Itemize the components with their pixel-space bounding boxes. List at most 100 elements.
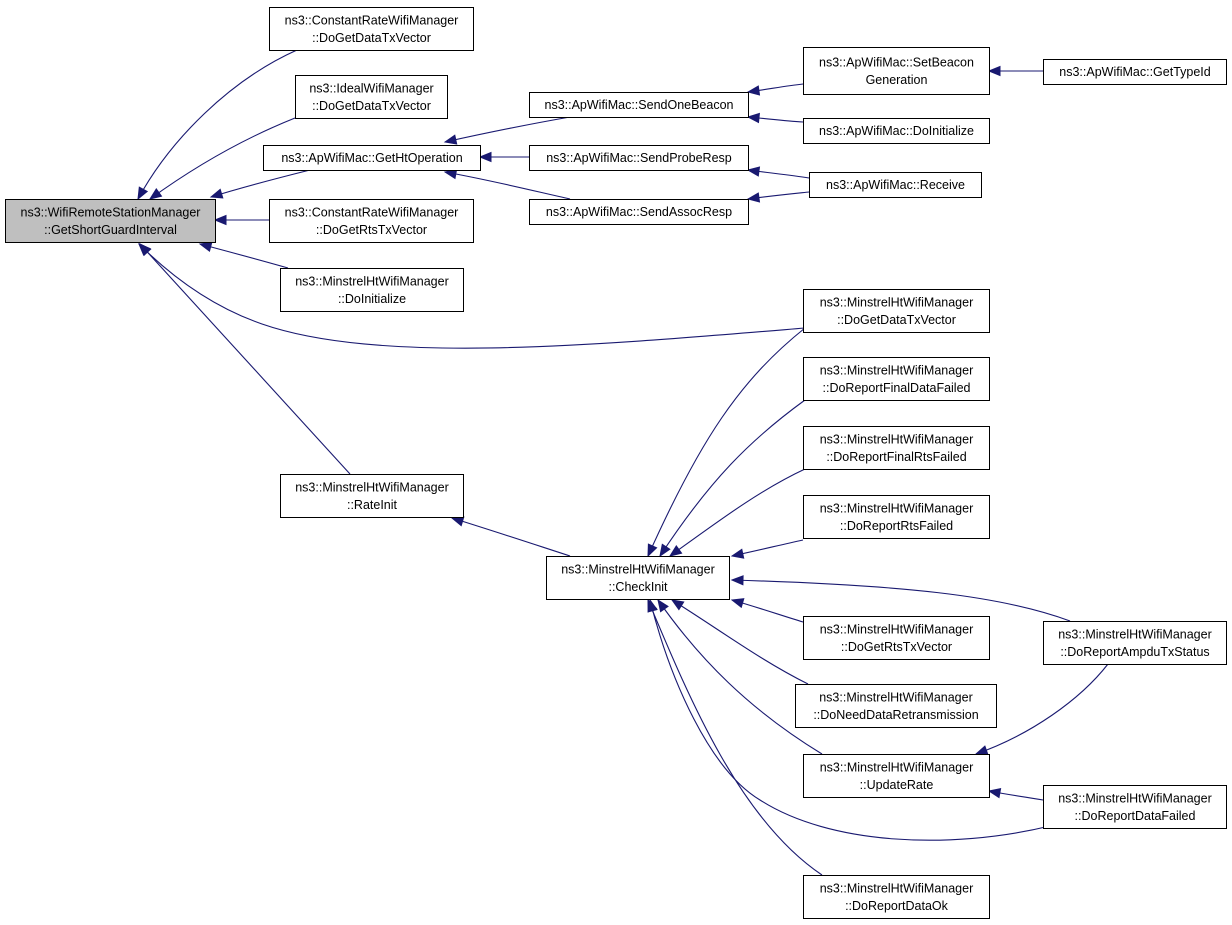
- arrowhead-icon: [213, 214, 227, 226]
- edge-line: [659, 399, 806, 557]
- node-box: [263, 145, 481, 171]
- arrowhead-icon: [137, 186, 149, 201]
- node-mht_finaldata[interactable]: ns3::MinstrelHtWifiManager::DoReportFina…: [803, 357, 990, 401]
- node-ht_op[interactable]: ns3::ApWifiMac::GetHtOperation: [263, 145, 481, 171]
- node-box: [546, 556, 730, 600]
- node-label: ns3::ApWifiMac::DoInitialize: [819, 124, 974, 138]
- node-box: [803, 875, 990, 919]
- node-label: ::DoNeedDataRetransmission: [813, 708, 978, 722]
- edge-crw_data-to-root: [137, 49, 298, 201]
- node-box: [803, 616, 990, 660]
- node-label: ns3::MinstrelHtWifiManager: [820, 622, 974, 636]
- node-send_assoc[interactable]: ns3::ApWifiMac::SendAssocResp: [529, 199, 749, 225]
- node-label: ns3::ApWifiMac::SendOneBeacon: [545, 98, 734, 112]
- node-label: ns3::MinstrelHtWifiManager: [819, 690, 973, 704]
- node-crw_data[interactable]: ns3::ConstantRateWifiManager::DoGetDataT…: [269, 7, 474, 51]
- edge-ap_receive-to-send_assoc: [746, 191, 810, 203]
- node-mht_update[interactable]: ns3::MinstrelHtWifiManager::UpdateRate: [803, 754, 990, 798]
- edge-mht_rtsfailed-to-mht_checkinit: [730, 539, 804, 559]
- node-root[interactable]: ns3::WifiRemoteStationManager::GetShortG…: [5, 199, 216, 243]
- node-label: ns3::ApWifiMac::SendProbeResp: [546, 151, 732, 165]
- edge-mht_getrts-to-mht_checkinit: [730, 598, 804, 623]
- node-box: [803, 357, 990, 401]
- edge-ap_receive-to-send_probe: [746, 166, 810, 179]
- node-send_beacon[interactable]: ns3::ApWifiMac::SendOneBeacon: [529, 92, 749, 118]
- node-label: ::DoInitialize: [338, 292, 406, 306]
- node-box: [1043, 59, 1227, 85]
- node-label: ::UpdateRate: [860, 778, 934, 792]
- node-mht_dataok[interactable]: ns3::MinstrelHtWifiManager::DoReportData…: [803, 875, 990, 919]
- arrowhead-icon: [659, 543, 671, 558]
- edge-ap_doinit-to-send_beacon: [746, 112, 804, 124]
- node-box: [269, 7, 474, 51]
- edge-mht_update-to-mht_checkinit: [657, 598, 823, 755]
- arrowhead-icon: [478, 151, 492, 163]
- arrowhead-icon: [148, 187, 163, 200]
- edge-line: [444, 116, 571, 143]
- node-mht_doinit[interactable]: ns3::MinstrelHtWifiManager::DoInitialize: [280, 268, 464, 312]
- node-mht_rtsfailed[interactable]: ns3::MinstrelHtWifiManager::DoReportRtsF…: [803, 495, 990, 539]
- node-box: [803, 754, 990, 798]
- node-box: [795, 684, 997, 728]
- arrowhead-icon: [987, 787, 1002, 799]
- node-ap_doinit[interactable]: ns3::ApWifiMac::DoInitialize: [803, 118, 990, 144]
- arrowhead-icon: [647, 598, 658, 613]
- node-box: [1043, 785, 1227, 829]
- edge-line: [649, 599, 1051, 841]
- node-box: [5, 199, 216, 243]
- node-mht_getrts[interactable]: ns3::MinstrelHtWifiManager::DoGetRtsTxVe…: [803, 616, 990, 660]
- edge-line: [669, 468, 806, 557]
- node-label: ns3::IdealWifiManager: [309, 81, 433, 95]
- node-mht_datafailed[interactable]: ns3::MinstrelHtWifiManager::DoReportData…: [1043, 785, 1227, 829]
- node-label: ::DoGetRtsTxVector: [841, 640, 952, 654]
- edge-line: [975, 663, 1109, 755]
- node-gettypeid[interactable]: ns3::ApWifiMac::GetTypeId: [1043, 59, 1227, 85]
- node-label: ns3::MinstrelHtWifiManager: [1058, 627, 1212, 641]
- edge-line: [671, 599, 809, 685]
- edge-line: [451, 517, 571, 557]
- arrowhead-icon: [450, 516, 465, 527]
- node-box: [803, 495, 990, 539]
- arrowhead-icon: [209, 188, 224, 199]
- arrowhead-icon: [443, 134, 458, 145]
- arrowhead-icon: [139, 243, 152, 257]
- edge-line: [139, 243, 351, 475]
- edge-mht_finaldata-to-mht_checkinit: [659, 399, 806, 558]
- node-mht_getdata[interactable]: ns3::MinstrelHtWifiManager::DoGetDataTxV…: [803, 289, 990, 333]
- node-mht_finalrts[interactable]: ns3::MinstrelHtWifiManager::DoReportFina…: [803, 426, 990, 470]
- node-box: [803, 426, 990, 470]
- arrowhead-icon: [746, 85, 761, 96]
- edge-line: [731, 579, 1071, 622]
- node-ideal_data[interactable]: ns3::IdealWifiManager::DoGetDataTxVector: [295, 75, 448, 119]
- node-label: ns3::MinstrelHtWifiManager: [820, 432, 974, 446]
- edge-mht_datafailed-to-mht_update: [987, 787, 1044, 801]
- node-box: [529, 92, 749, 118]
- node-label: ::DoReportFinalDataFailed: [823, 381, 971, 395]
- edge-line: [137, 49, 298, 200]
- edge-line: [138, 243, 806, 349]
- arrowhead-icon: [730, 575, 744, 586]
- arrowhead-icon: [746, 112, 760, 124]
- edge-mht_checkinit-to-mht_rateinit: [450, 516, 571, 557]
- edge-line: [210, 169, 311, 198]
- node-mht_ampdu[interactable]: ns3::MinstrelHtWifiManager::DoReportAmpd…: [1043, 621, 1227, 665]
- edge-send_probe-to-ht_op: [478, 151, 529, 163]
- node-box: [529, 145, 749, 171]
- node-label: ns3::ApWifiMac::Receive: [826, 178, 965, 192]
- node-crw_rts[interactable]: ns3::ConstantRateWifiManager::DoGetRtsTx…: [269, 199, 474, 243]
- node-mht_rateinit[interactable]: ns3::MinstrelHtWifiManager::RateInit: [280, 474, 464, 518]
- edge-line: [444, 171, 571, 200]
- node-box: [529, 199, 749, 225]
- node-label: ns3::MinstrelHtWifiManager: [820, 760, 974, 774]
- node-send_probe[interactable]: ns3::ApWifiMac::SendProbeResp: [529, 145, 749, 171]
- arrowhead-icon: [647, 543, 658, 558]
- edge-line: [647, 599, 823, 876]
- node-mht_needretx[interactable]: ns3::MinstrelHtWifiManager::DoNeedDataRe…: [795, 684, 997, 728]
- edge-mht_doinit-to-root: [198, 241, 289, 269]
- node-box: [803, 47, 990, 95]
- node-ap_receive[interactable]: ns3::ApWifiMac::Receive: [809, 172, 982, 198]
- node-box: [803, 118, 990, 144]
- node-mht_checkinit[interactable]: ns3::MinstrelHtWifiManager::CheckInit: [546, 556, 730, 600]
- node-box: [809, 172, 982, 198]
